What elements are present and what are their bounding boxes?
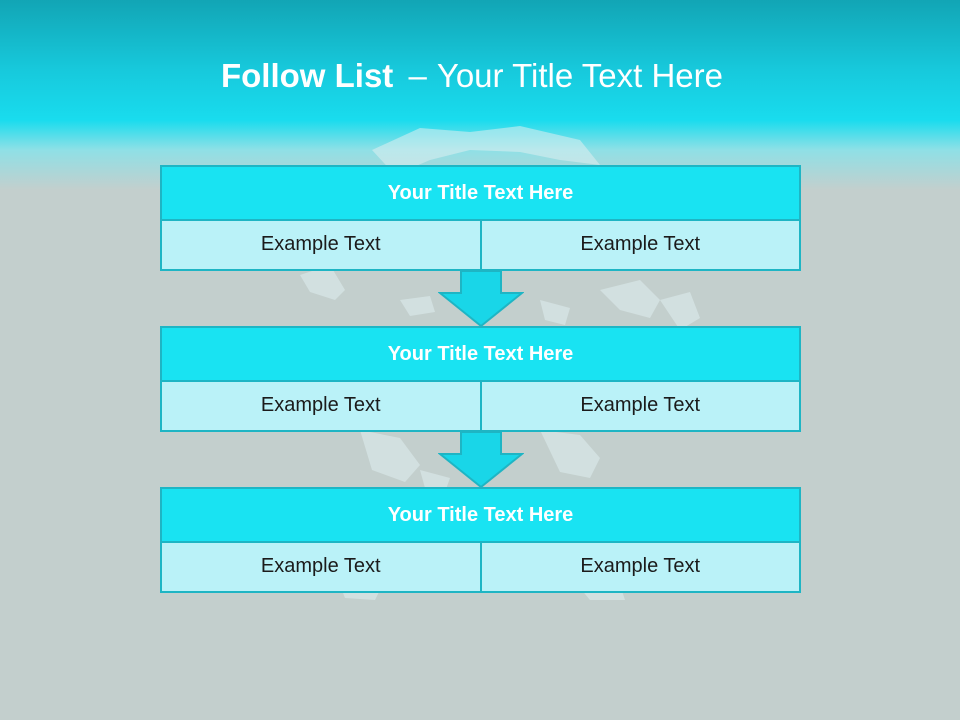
down-arrow-icon xyxy=(438,431,524,489)
block-cell-left: Example Text xyxy=(160,221,482,271)
down-arrow-icon xyxy=(438,270,524,328)
block-title: Your Title Text Here xyxy=(160,326,801,382)
slide-title-separator: – xyxy=(408,57,427,94)
block-cell-right: Example Text xyxy=(481,382,801,432)
list-block-2: Your Title Text Here Example Text Exampl… xyxy=(160,326,801,432)
block-cell-left: Example Text xyxy=(160,543,482,593)
block-row: Example Text Example Text xyxy=(160,221,801,271)
block-row: Example Text Example Text xyxy=(160,382,801,432)
header-gradient-band xyxy=(0,0,960,190)
block-title: Your Title Text Here xyxy=(160,487,801,543)
slide-title: Follow List –Your Title Text Here xyxy=(0,54,944,98)
list-block-3: Your Title Text Here Example Text Exampl… xyxy=(160,487,801,593)
slide-title-subtitle: Your Title Text Here xyxy=(436,57,723,94)
block-cell-right: Example Text xyxy=(481,221,801,271)
block-title: Your Title Text Here xyxy=(160,165,801,221)
block-row: Example Text Example Text xyxy=(160,543,801,593)
slide-title-main: Follow List xyxy=(220,57,394,94)
list-block-1: Your Title Text Here Example Text Exampl… xyxy=(160,165,801,271)
block-cell-left: Example Text xyxy=(160,382,482,432)
block-cell-right: Example Text xyxy=(481,543,801,593)
